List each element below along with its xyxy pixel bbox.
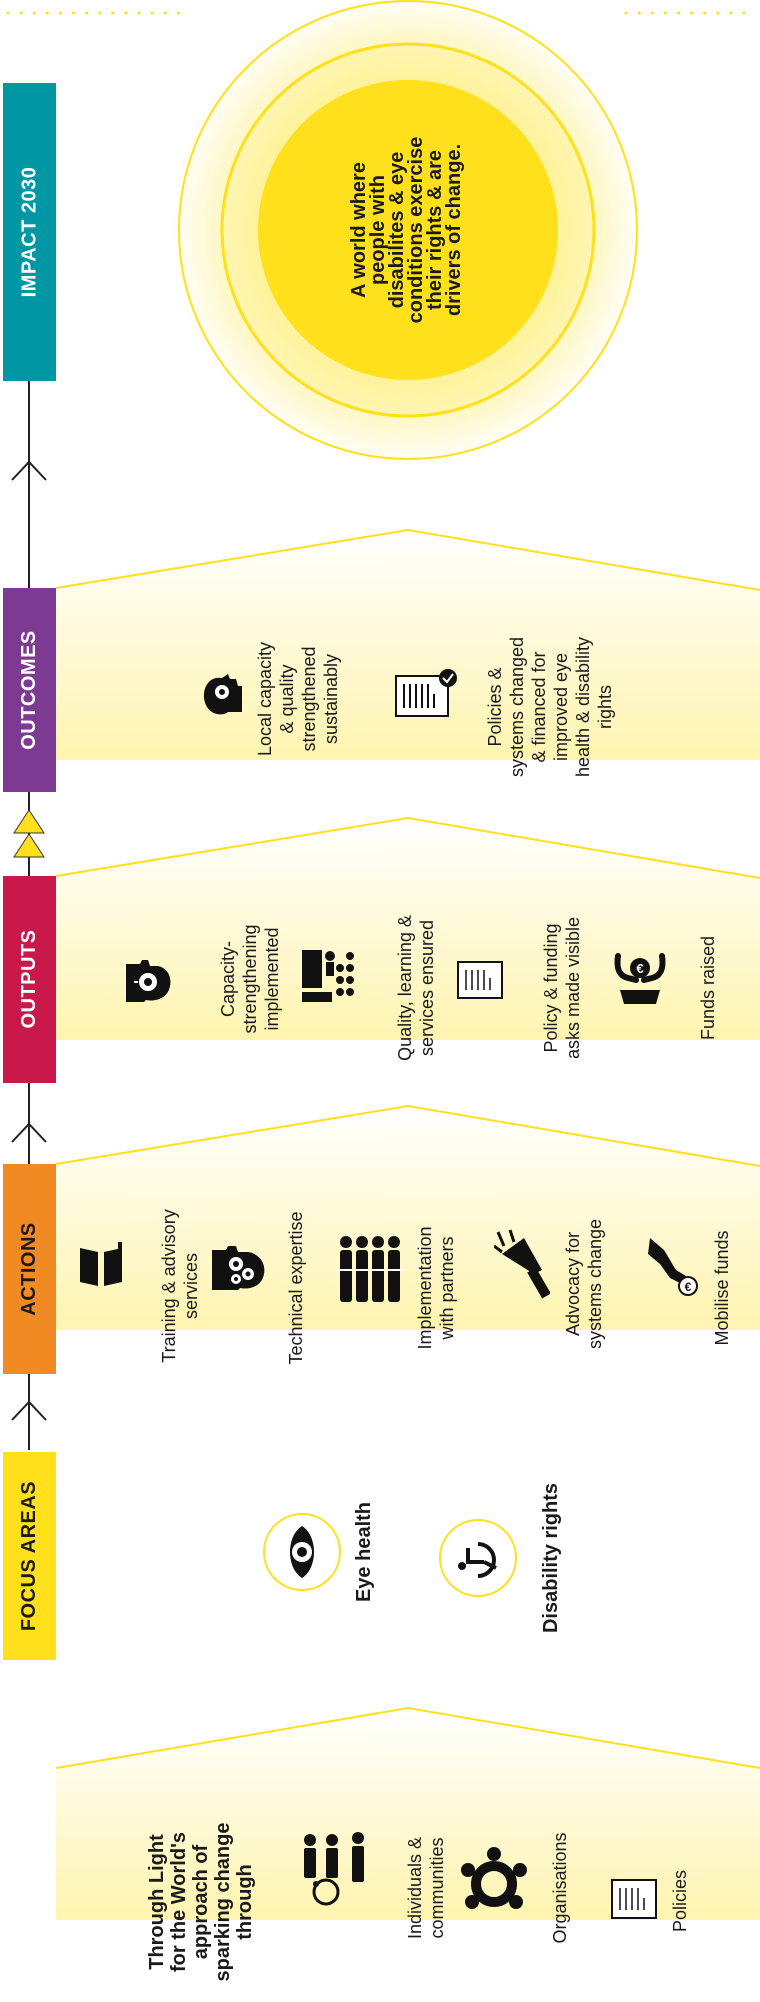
outcome-line: strengthened bbox=[299, 646, 319, 752]
organisations-icon bbox=[461, 1847, 527, 1909]
outputs-wedge bbox=[56, 818, 760, 1040]
action-2-label: Technical expertise bbox=[285, 1188, 307, 1388]
action-line: Advocacy for bbox=[563, 1231, 583, 1337]
approach-item-line: communities bbox=[427, 1837, 447, 1939]
action-line: services bbox=[181, 1253, 201, 1320]
focus-band: FOCUS AREAS bbox=[3, 1452, 56, 1660]
approach-item-line: Individuals & bbox=[405, 1836, 425, 1940]
wheelchair-icon bbox=[439, 1519, 517, 1597]
outcomes-wedge bbox=[56, 530, 760, 760]
action-5-label: Mobilise funds bbox=[711, 1188, 733, 1388]
output-3-label: Policy & funding asks made visible bbox=[540, 888, 584, 1088]
approach-title-line: Through Light bbox=[146, 1834, 168, 1970]
outputs-band: OUTPUTS bbox=[3, 876, 56, 1083]
outcome-2-label: Policies & systems changed & financed fo… bbox=[484, 607, 616, 807]
action-4-label: Advocacy for systems change bbox=[562, 1184, 606, 1384]
flow-arrow-1 bbox=[11, 460, 47, 481]
document-icon bbox=[457, 961, 503, 999]
outcome-line: sustainably bbox=[321, 653, 341, 745]
impact-band: IMPACT 2030 bbox=[3, 83, 56, 381]
output-line: implemented bbox=[262, 927, 282, 1031]
approach-item-line: Organisations bbox=[550, 1832, 570, 1944]
outcome-line: systems changed bbox=[507, 636, 527, 778]
action-3-label: Implementation with partners bbox=[414, 1188, 458, 1388]
hands-coin-icon: € bbox=[614, 953, 666, 1004]
outcome-line: & quality bbox=[277, 664, 297, 734]
action-line: systems change bbox=[585, 1218, 605, 1350]
head-gears-icon bbox=[212, 1246, 265, 1290]
outcome-line: Policies & bbox=[485, 667, 505, 747]
approach-title-line: sparking change bbox=[212, 1822, 234, 1982]
outcomes-band: OUTCOMES bbox=[3, 588, 56, 792]
action-line: Implementation bbox=[415, 1226, 435, 1350]
output-4-label: Funds raised bbox=[697, 888, 719, 1088]
focus-2-label: Disability rights bbox=[540, 1482, 562, 1634]
output-1-label: Capacity- strengthening implemented bbox=[217, 899, 283, 1059]
flow-arrow-3 bbox=[11, 1400, 47, 1421]
outcome-1-label: Local capacity & quality strengthened su… bbox=[254, 619, 342, 779]
output-line: strengthening bbox=[240, 924, 260, 1034]
outcome-line: rights bbox=[595, 685, 615, 730]
policy-document-icon bbox=[611, 1879, 657, 1919]
output-line: Quality, learning & bbox=[395, 915, 415, 1061]
flow-arrow-2 bbox=[11, 1122, 47, 1143]
approach-item-3-label: Policies bbox=[669, 1831, 691, 1971]
output-line: services ensured bbox=[417, 919, 437, 1057]
head-lightbulb-icon bbox=[126, 960, 171, 1002]
action-line: Mobilise funds bbox=[712, 1230, 732, 1346]
svg-text:€: € bbox=[685, 1280, 692, 1294]
approach-title-line: approach of bbox=[190, 1844, 212, 1960]
impact-core bbox=[258, 80, 558, 380]
flow-triangle-2 bbox=[13, 833, 45, 858]
approach-title: Through Light for the World's approach o… bbox=[146, 1802, 262, 2002]
focus-1-label: Eye health bbox=[353, 1501, 375, 1603]
top-dots-right bbox=[624, 11, 756, 15]
action-line: with partners bbox=[437, 1236, 457, 1340]
flow-triangle-1 bbox=[13, 809, 45, 834]
outcome-line: Local capacity bbox=[255, 641, 275, 757]
output-line: Funds raised bbox=[698, 935, 718, 1041]
eye-icon bbox=[263, 1513, 341, 1591]
action-1-label: Training & advisory services bbox=[158, 1186, 202, 1386]
megaphone-icon bbox=[494, 1229, 550, 1299]
document-check-icon bbox=[395, 669, 457, 717]
outcome-line: improved eye bbox=[551, 652, 571, 762]
outcome-line: health & disability bbox=[573, 636, 593, 778]
approach-title-line: for the World's bbox=[168, 1832, 190, 1972]
impact-statement: A world where people with disabilites & … bbox=[348, 80, 466, 380]
output-line: asks made visible bbox=[563, 916, 583, 1060]
approach-item-1-label: Individuals & communities bbox=[404, 1808, 448, 1968]
head-location-icon bbox=[203, 674, 242, 715]
book-icon bbox=[80, 1242, 122, 1286]
approach-item-2-label: Organisations bbox=[549, 1808, 571, 1968]
community-icon bbox=[304, 1832, 364, 1906]
approach-title-line: through bbox=[234, 1864, 256, 1940]
impact-line: drivers of change. bbox=[443, 143, 465, 317]
output-line: Policy & funding bbox=[541, 923, 561, 1053]
outcome-line: & financed for bbox=[529, 651, 549, 763]
top-dots-left bbox=[6, 11, 192, 15]
actions-band: ACTIONS bbox=[3, 1164, 56, 1374]
approach-item-line: Policies bbox=[670, 1869, 690, 1933]
output-2-label: Quality, learning & services ensured bbox=[394, 888, 438, 1088]
people-group-icon bbox=[336, 1236, 404, 1302]
action-line: Technical expertise bbox=[286, 1211, 306, 1365]
output-line: Capacity- bbox=[218, 940, 238, 1018]
hand-coin-icon: € bbox=[648, 1238, 698, 1296]
action-line: Training & advisory bbox=[159, 1209, 179, 1363]
approach-wedge bbox=[56, 1708, 760, 1920]
impact-outer-ring bbox=[178, 0, 638, 460]
presentation-group-icon bbox=[302, 950, 354, 1002]
svg-text:€: € bbox=[636, 961, 643, 976]
